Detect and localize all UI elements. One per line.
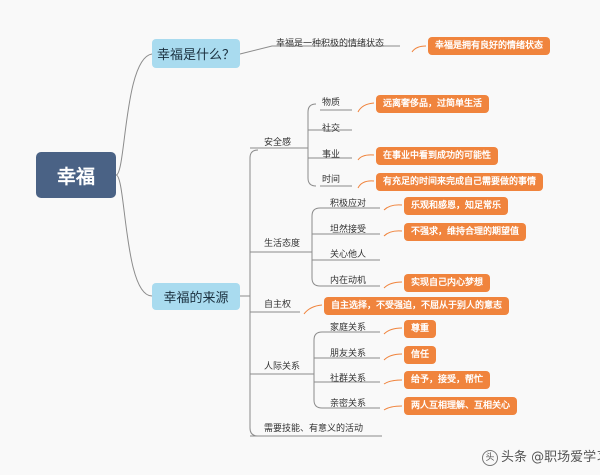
watermark: 头头条 @职场爱学习 [482, 446, 600, 466]
node-community[interactable]: 社群关系 [330, 374, 367, 384]
note-acceptance[interactable]: 不强求，维持合理的期望值 [404, 223, 527, 241]
note-friends[interactable]: 信任 [404, 346, 437, 364]
note-time[interactable]: 有充足的时间来完成自己需要做的事情 [376, 173, 544, 191]
node-autonomy[interactable]: 自主权 [264, 300, 292, 310]
node-time[interactable]: 时间 [322, 175, 341, 185]
node-positive-coping[interactable]: 积极应对 [330, 199, 367, 209]
node-material[interactable]: 物质 [322, 98, 341, 108]
note-good-emotion[interactable]: 幸福是拥有良好的情绪状态 [428, 37, 551, 55]
node-relationships[interactable]: 人际关系 [264, 362, 301, 372]
node-friends[interactable]: 朋友关系 [330, 349, 367, 359]
note-positive-coping[interactable]: 乐观和感恩，知足常乐 [404, 197, 509, 215]
node-meaningful-activities[interactable]: 需要技能、有意义的活动 [264, 424, 364, 434]
watermark-text: 头条 @职场爱学习 [501, 450, 600, 465]
node-security[interactable]: 安全感 [264, 138, 292, 148]
node-caring-others[interactable]: 关心他人 [330, 250, 367, 260]
node-what-is-happiness[interactable]: 幸福是什么？ [152, 39, 240, 68]
note-material[interactable]: 远离奢侈品，过简单生活 [376, 95, 490, 113]
note-career[interactable]: 在事业中看到成功的可能性 [376, 147, 499, 165]
node-sources-of-happiness[interactable]: 幸福的来源 [152, 283, 240, 310]
node-acceptance[interactable]: 坦然接受 [330, 225, 367, 235]
watermark-logo-icon: 头 [482, 449, 498, 466]
node-social[interactable]: 社交 [322, 124, 341, 134]
note-intrinsic-motivation[interactable]: 实现自己内心梦想 [404, 274, 491, 292]
note-community[interactable]: 给予，接受，帮忙 [404, 371, 491, 389]
node-family[interactable]: 家庭关系 [330, 323, 367, 333]
root-node[interactable]: 幸福 [36, 152, 116, 198]
note-autonomy[interactable]: 自主选择，不受强迫，不屈从于别人的意志 [324, 297, 510, 315]
node-positive-emotion[interactable]: 幸福是一种积极的情绪状态 [276, 39, 385, 49]
note-intimate[interactable]: 两人互相理解、互相关心 [404, 397, 518, 415]
node-life-attitude[interactable]: 生活态度 [264, 239, 301, 249]
note-family[interactable]: 尊重 [404, 320, 437, 338]
node-intrinsic-motivation[interactable]: 内在动机 [330, 276, 367, 286]
node-intimate[interactable]: 亲密关系 [330, 399, 367, 409]
node-career[interactable]: 事业 [322, 150, 341, 160]
